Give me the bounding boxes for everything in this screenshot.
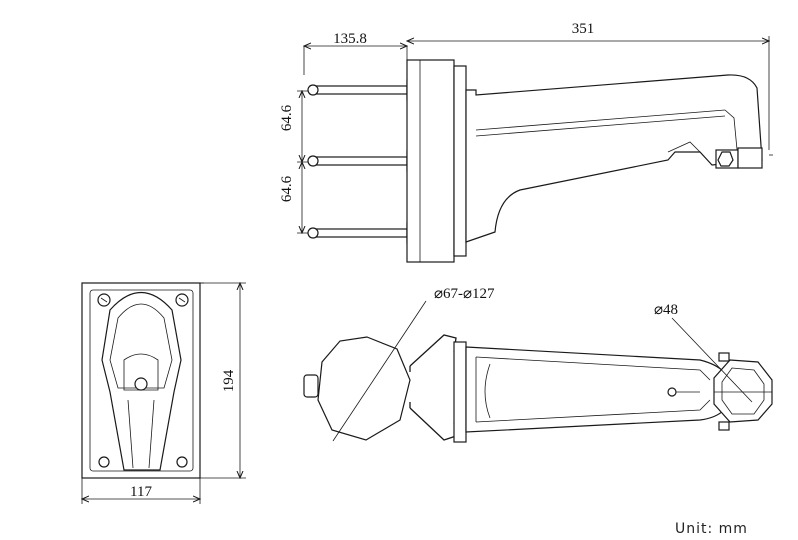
top-view: ⌀67-⌀127 ⌀48	[303, 286, 773, 443]
mount-diameter-label: ⌀48	[654, 302, 678, 318]
hole-spacing-upper-label: 64.6	[279, 104, 295, 131]
pole-diameter-label: ⌀67-⌀127	[434, 286, 495, 302]
wall-offset-label: 135.8	[333, 31, 367, 47]
pole-clamp-rods	[307, 79, 415, 244]
wall-plate	[406, 59, 467, 263]
pole-outline	[317, 336, 411, 441]
dimension-arm-length: 351	[407, 21, 769, 150]
dimension-base-width: 117	[82, 478, 200, 504]
arm-length-label: 351	[572, 21, 595, 37]
unit-label: Unit: mm	[675, 521, 748, 537]
side-view: 135.8 351 64.6 64.6	[279, 21, 773, 263]
front-view-base: 194 117	[82, 283, 246, 504]
clamp-rod	[307, 79, 415, 101]
dimension-base-height: 194	[200, 283, 246, 478]
base-width-label: 117	[130, 484, 152, 500]
clamp-rod	[307, 222, 415, 244]
mounting-holes	[97, 293, 189, 468]
clamp-rod	[307, 150, 415, 172]
dimension-hole-spacing: 64.6 64.6	[279, 91, 315, 233]
arm-body	[465, 74, 773, 243]
dimension-wall-offset: 135.8	[304, 31, 407, 75]
hole-spacing-lower-label: 64.6	[279, 175, 295, 202]
base-height-label: 194	[221, 369, 237, 392]
